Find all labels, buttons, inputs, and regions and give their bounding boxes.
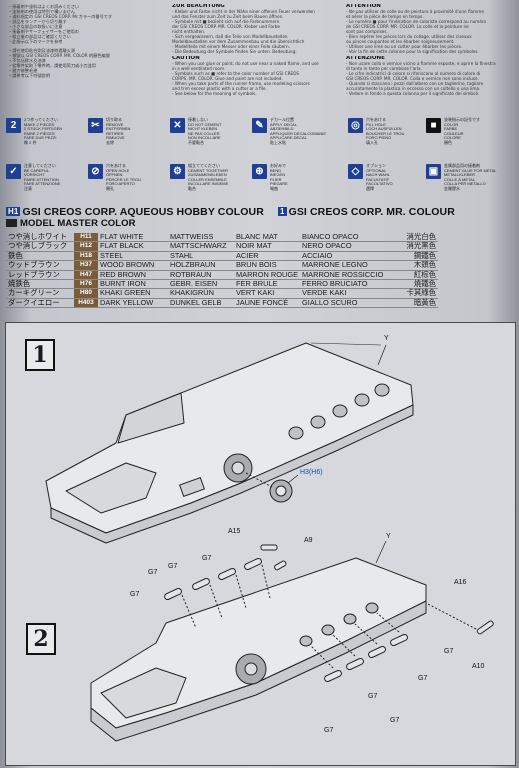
make-two-icon: 2 xyxy=(6,118,21,133)
part-label-g7: G7 xyxy=(324,727,334,734)
step-2-number: 2 xyxy=(26,623,56,655)
notes-de-column: ZUR BEACHTUNG - Kleber und Farbe nicht i… xyxy=(172,4,340,96)
part-label-g7: G7 xyxy=(202,555,212,562)
part-label-y: Y xyxy=(384,335,389,342)
part-label-g7: G7 xyxy=(130,591,140,598)
fill-hole-icon: ◎ xyxy=(348,118,363,133)
metal-glue-icon: ▣ xyxy=(426,164,441,179)
part-label-g7: G7 xyxy=(148,569,158,576)
note-line: ・接着剤や塗料はよくお読みください xyxy=(8,4,80,9)
part-label-g7: G7 xyxy=(168,563,178,570)
assembly-diagram: 1 2 Y H3(H6) A15 A9 Y G7 G7 G7 G7 A16 G7… xyxy=(5,322,516,766)
bend-icon: ⊕ xyxy=(252,164,267,179)
part-label-g7: G7 xyxy=(368,693,378,700)
part-label-g7: G7 xyxy=(390,717,400,724)
note-line: ・銼刀修整毛邊 xyxy=(8,68,38,73)
part-label-y: Y xyxy=(386,533,391,540)
part-label-g7: G7 xyxy=(444,648,454,655)
note-line: ・此指示以下のマークを参考 xyxy=(8,39,63,44)
notes-jp-column: ・接着剤や塗料はよくお読みください ・塗装剤の使用は特別で構いません ・道料指定… xyxy=(8,4,160,78)
do-not-cement-icon: ✕ xyxy=(170,118,185,133)
part-label-a10: A10 xyxy=(472,663,485,670)
part-label-h3: H3(H6) xyxy=(300,469,323,476)
notes-heading: CAUTION xyxy=(172,56,200,61)
part-label-g7: G7 xyxy=(418,675,428,682)
cement-together-icon: ⚙ xyxy=(170,164,185,179)
notes-fr-it-column: ATTENTION - Ne pas utiliser de colle ou … xyxy=(346,4,512,96)
note-line: ・請在使用粘合劑及油漆時遠離火源 xyxy=(8,48,76,53)
note-line: ・組立後の部品はご確認ください xyxy=(8,34,71,39)
notes-heading: ZUR BEACHTUNG xyxy=(172,4,225,9)
note-line: ・不包括膠水及油漆 xyxy=(8,58,46,63)
mr-badge: 1 xyxy=(278,207,287,216)
part-label-a15: A15 xyxy=(228,528,241,535)
note-line: ・部品をランナーから切り離す xyxy=(8,19,67,24)
note-line: ・道料指定の GSI CREOS CORP. Mr.カラーの番号です xyxy=(8,14,113,19)
step-1-number: 1 xyxy=(25,339,55,371)
h-badge: H1 xyxy=(6,207,21,216)
color-icon: ■ xyxy=(426,118,441,133)
model-master-heading: MODEL MASTER COLOR xyxy=(6,218,136,229)
assembly-drawing xyxy=(45,342,494,742)
notes-heading: ATTENTION xyxy=(346,4,381,9)
open-hole-icon: ⊘ xyxy=(88,164,103,179)
note-line: ・標號以 GSI CREOS CORP. MR. COLOR 的顏色編號 xyxy=(8,53,110,58)
note-line: ・小さな部品の取扱いに注意 xyxy=(8,24,63,29)
part-label-a9: A9 xyxy=(304,537,313,544)
notes-heading: ATTENZIONE xyxy=(346,56,385,61)
note-line: ・塗装剤の使用は特別で構いません xyxy=(8,9,75,14)
note-line: ・從零件架取下零件時，請使用剪刀或小刀並用 xyxy=(8,63,96,68)
note-line: ・請參考以下符號說明 xyxy=(8,73,50,78)
be-careful-icon: ✓ xyxy=(6,164,21,179)
optional-icon: ◇ xyxy=(348,164,363,179)
note-line: ・接着剤やサーフェイサーをご使用の xyxy=(8,29,79,34)
part-label-a16: A16 xyxy=(454,579,467,586)
apply-decal-icon: ✎ xyxy=(252,118,267,133)
remove-icon: ✂ xyxy=(88,118,103,133)
